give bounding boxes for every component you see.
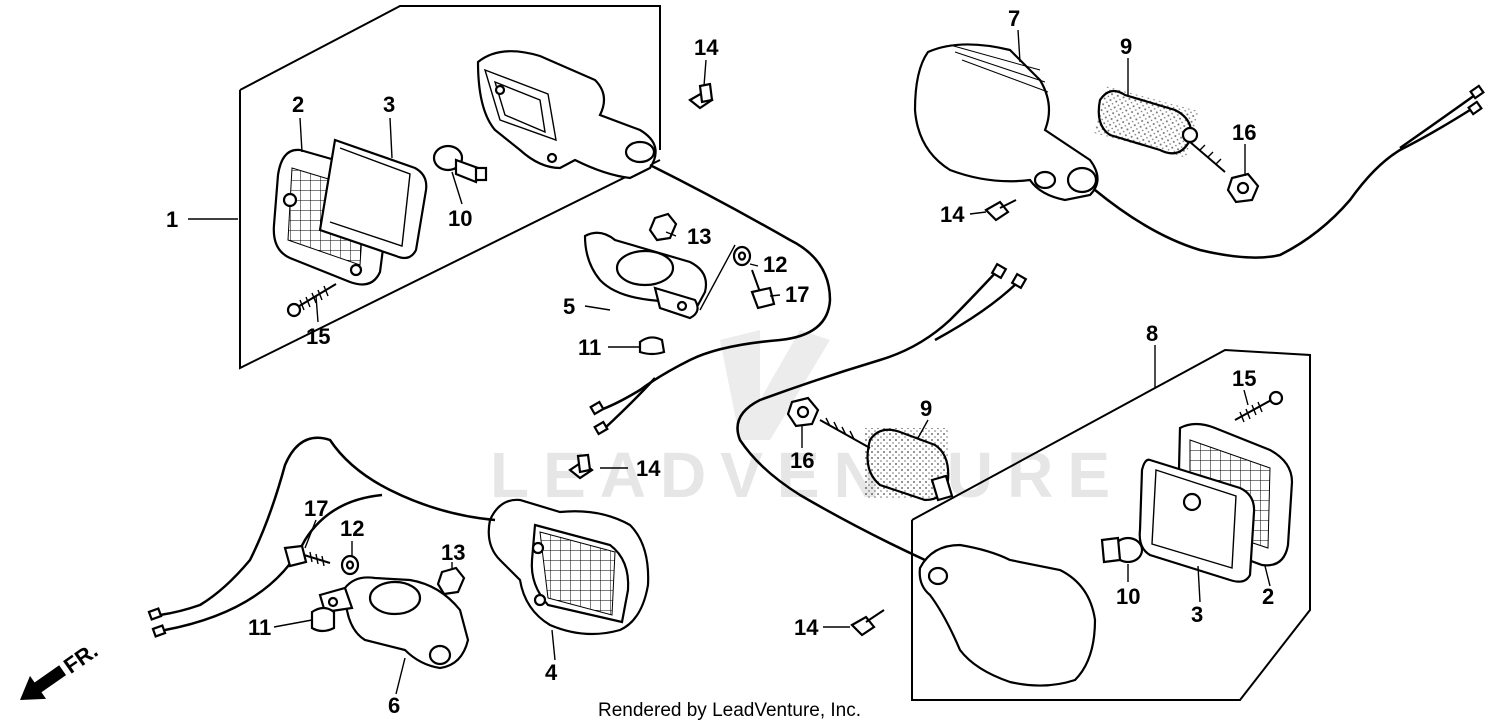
bracket-part-6 (318, 576, 470, 670)
watermark-text: LEADVENTURE (490, 439, 1124, 511)
callout-14-top: 14 (694, 35, 719, 60)
bracket-part-5 (583, 231, 708, 320)
footer-credit: Rendered by LeadVenture, Inc. (598, 700, 861, 721)
arrow-icon (20, 665, 67, 700)
callout-1: 1 (166, 207, 178, 232)
callout-15-right: 15 (1232, 366, 1256, 391)
nut-part-13-bottom (436, 566, 466, 596)
callout-14-bottom: 14 (794, 615, 819, 640)
washer-part-12-bottom (340, 554, 360, 576)
connector-rear-left (1467, 84, 1485, 116)
leader-dashed (699, 244, 736, 311)
gasket-part-3-right (1138, 458, 1256, 583)
stud-part-9-bottom (819, 417, 954, 502)
callout-3-right: 3 (1191, 602, 1203, 627)
callout-10-right: 10 (1116, 584, 1140, 609)
housing-part-7 (913, 43, 1099, 202)
screw-part-14-mid (568, 453, 594, 480)
callout-15-left: 15 (306, 324, 330, 349)
callout-8: 8 (1146, 321, 1158, 346)
callout-16-top: 16 (1232, 120, 1256, 145)
callout-14-mid: 14 (636, 456, 661, 481)
callout-13-top: 13 (687, 224, 711, 249)
callout-12-top: 12 (763, 252, 787, 277)
callout-17-bottom: 17 (304, 496, 328, 521)
gasket-part-3-left (318, 138, 428, 260)
nut-part-16-top (1226, 172, 1260, 204)
callout-13-bottom: 13 (441, 540, 465, 565)
callout-2-right: 2 (1262, 584, 1274, 609)
assembly-box-1 (239, 5, 661, 370)
callout-12-bottom: 12 (340, 516, 364, 541)
assembly-box-8 (911, 348, 1311, 701)
direction-label: FR. (59, 638, 102, 679)
callout-5: 5 (563, 294, 575, 319)
nut-part-13-top (648, 212, 678, 242)
screw-part-15-right (1234, 390, 1284, 423)
wire-rear-right (736, 269, 999, 562)
wire-rear-left (1094, 108, 1471, 259)
wire-front-right (159, 436, 496, 617)
bolt-part-17-top (750, 269, 776, 310)
leader-lines (188, 29, 1271, 695)
callout-7: 7 (1008, 6, 1020, 31)
housing-part-8 (918, 543, 1097, 687)
housing-part-4 (487, 498, 650, 636)
grommet-part-11-bottom (310, 606, 336, 633)
washer-part-12-top (732, 245, 752, 267)
housing-part-1 (476, 50, 657, 180)
screw-part-15-left (286, 283, 337, 318)
callout-6: 6 (388, 693, 400, 718)
callout-14-right: 14 (940, 202, 965, 227)
stud-part-9-top (1093, 86, 1226, 173)
callout-10-left: 10 (448, 206, 472, 231)
screw-part-14-bottom (850, 609, 885, 637)
callout-2-left: 2 (292, 92, 304, 117)
callout-11-bottom: 11 (248, 615, 271, 640)
callout-9-top: 9 (1120, 34, 1132, 59)
callout-4: 4 (545, 660, 558, 685)
screw-part-14-top (688, 82, 714, 110)
screw-part-14-right (984, 199, 1017, 222)
bulb-part-10-right (1100, 536, 1144, 564)
callout-16-bottom: 16 (790, 448, 814, 473)
watermark: LEADVENTURE (490, 330, 1124, 511)
bolt-part-17-bottom (283, 544, 331, 568)
front-direction-arrow: FR. (20, 638, 102, 700)
nut-part-16-bottom (786, 396, 820, 428)
callout-labels: 1 2 3 10 15 14 13 12 17 5 11 7 9 16 14 8… (166, 6, 1274, 718)
callout-3-left: 3 (383, 92, 395, 117)
connector-rear-right (990, 262, 1028, 290)
callout-9-bottom: 9 (920, 396, 932, 421)
connector-front-right (147, 607, 167, 638)
wire-front-left (599, 163, 832, 412)
connector-front-left (589, 400, 609, 436)
callout-11-top: 11 (578, 335, 601, 360)
grommet-part-11-top (638, 336, 666, 356)
bulb-part-10-left (432, 144, 488, 184)
callout-17-top: 17 (785, 282, 809, 307)
